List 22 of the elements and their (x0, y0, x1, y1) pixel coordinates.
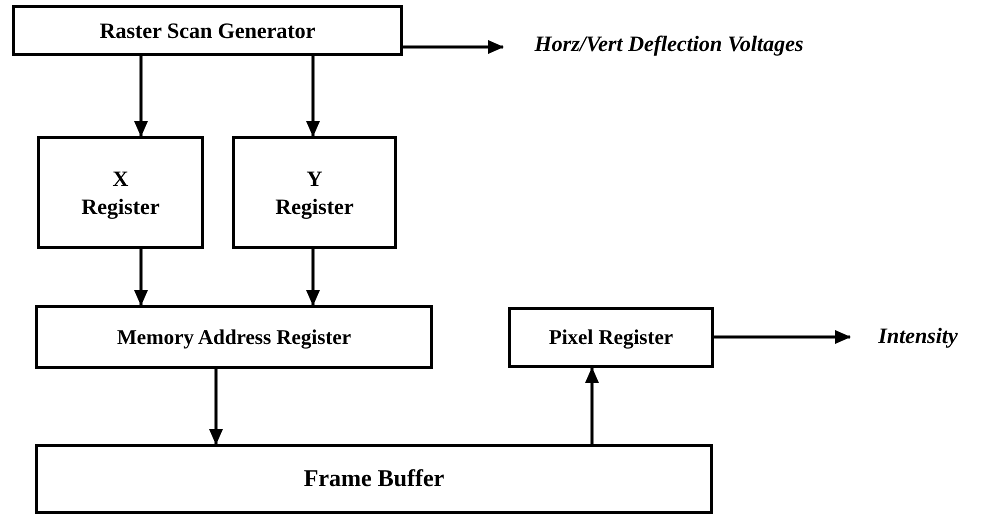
process-box (35, 305, 433, 369)
output-label: Horz/Vert Deflection Voltages (534, 30, 804, 58)
arrow (306, 249, 320, 306)
arrow (585, 367, 599, 444)
process-box (508, 307, 714, 368)
arrow (306, 56, 320, 137)
process-box (232, 136, 397, 249)
box-label: Pixel Register (548, 324, 674, 351)
arrow (714, 330, 851, 344)
box-label: Memory Address Register (116, 324, 352, 350)
arrow (134, 56, 148, 137)
box-label: Frame Buffer (304, 465, 444, 494)
box-label: Raster Scan Generator (100, 16, 316, 44)
arrow (134, 249, 148, 306)
arrow (403, 40, 504, 54)
process-box (12, 5, 403, 56)
arrow (209, 369, 223, 445)
process-box (37, 136, 204, 249)
box-label: X Register (80, 165, 161, 220)
output-label: Intensity (878, 322, 958, 350)
box-label: Y Register (274, 165, 355, 220)
process-box (35, 444, 713, 514)
